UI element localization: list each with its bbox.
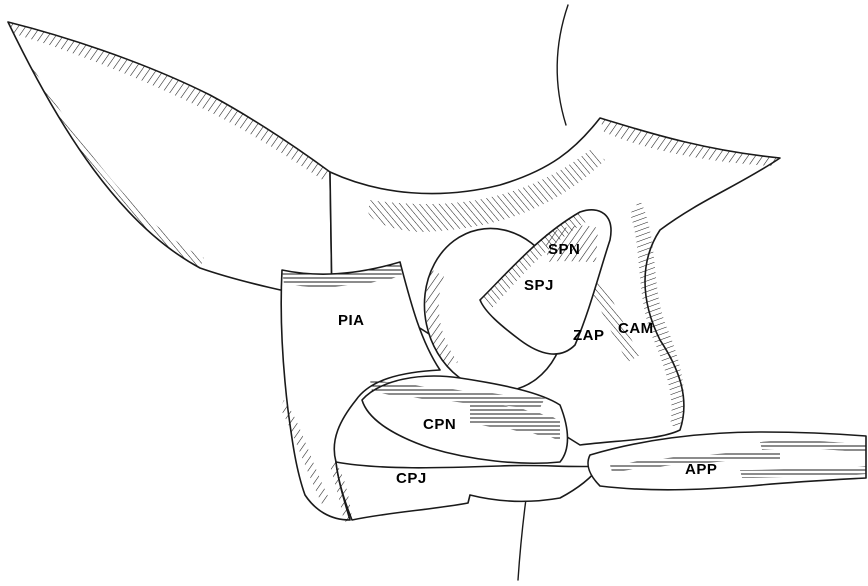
cpj-region-shape: [336, 462, 600, 520]
label-cpn: CPN: [423, 416, 456, 433]
label-app: APP: [685, 461, 717, 478]
label-spj: SPJ: [524, 277, 554, 294]
label-zap: ZAP: [573, 327, 605, 344]
label-cam: CAM: [618, 320, 654, 337]
left-blade-shape: [8, 22, 332, 300]
label-spn: SPN: [548, 241, 580, 258]
label-pia: PIA: [338, 312, 365, 329]
upper-contour-line: [557, 5, 568, 125]
label-cpj: CPJ: [396, 470, 427, 487]
